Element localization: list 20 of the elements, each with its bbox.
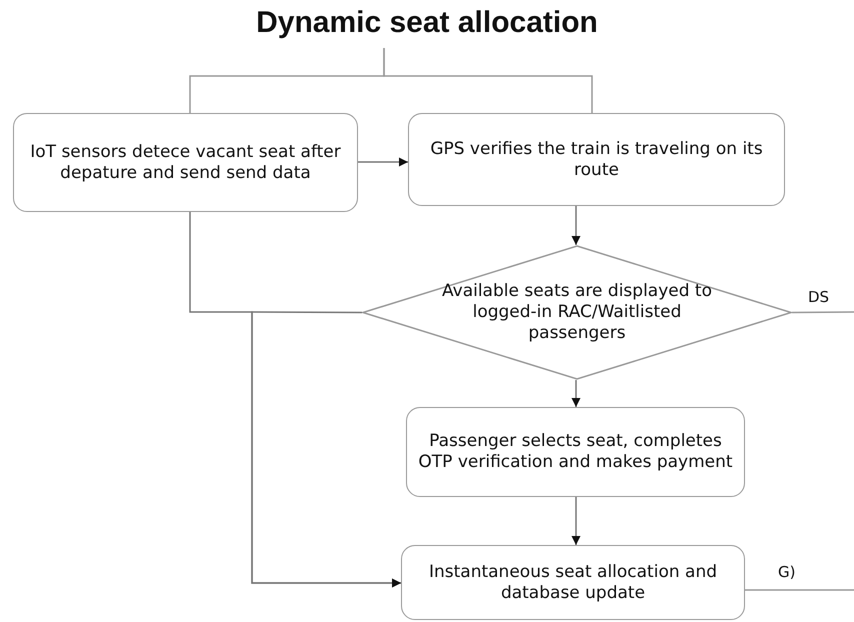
- box-text: Passenger selects seat, completes OTP verification and makes payment: [417, 431, 734, 473]
- box-text: IoT sensors detece vacant seat after depature and send send data: [29, 142, 342, 184]
- process-box: [13, 113, 358, 212]
- arrow: [572, 497, 580, 545]
- arrow: [251, 311, 401, 588]
- decision-diamond: [362, 245, 792, 380]
- process-box: [401, 545, 745, 620]
- title: Dynamic seat allocation: [255, 6, 599, 40]
- arrow: [572, 380, 580, 407]
- arrow: [572, 206, 580, 245]
- box-text: GPS verifies the train is traveling on its route: [429, 138, 764, 180]
- connector-line: [383, 48, 593, 113]
- connector-line: [745, 589, 854, 591]
- box-text: Available seats are displayed to logged-in RAC/Waitlisted passengers: [442, 281, 712, 344]
- box-text: Instantaneous seat allocation and database update: [428, 562, 718, 604]
- process-box: [406, 407, 745, 497]
- connector-line: [792, 311, 854, 314]
- edge-label: G): [776, 563, 798, 581]
- process-box: [408, 113, 785, 206]
- arrow: [358, 158, 408, 166]
